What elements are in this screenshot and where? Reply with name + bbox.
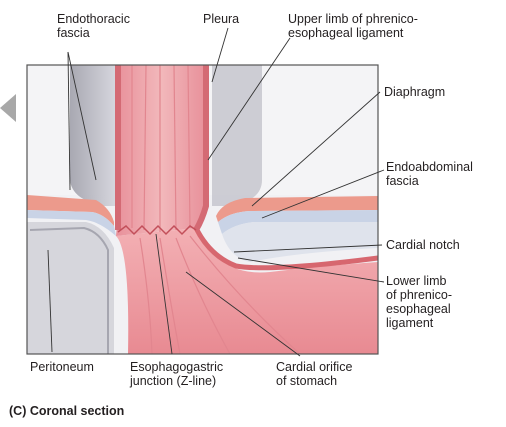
mucosal-folds	[131, 65, 301, 354]
esophagus-wall-right	[193, 65, 209, 232]
label-endothoracic-fascia: Endothoracic fascia	[57, 12, 130, 40]
figure-caption: (C) Coronal section	[9, 404, 124, 418]
label-upper-limb: Upper limb of phrenico- esophageal ligam…	[288, 12, 418, 40]
pointer-arrow-icon	[0, 94, 16, 122]
label-endoabdominal-fascia: Endoabdominal fascia	[386, 160, 473, 188]
label-lower-limb: Lower limb of phrenico- esophageal ligam…	[386, 274, 453, 330]
pleura-left	[70, 65, 118, 206]
z-line	[117, 224, 197, 236]
peritoneum-mass	[27, 222, 114, 354]
stomach-wall-upper	[193, 226, 378, 271]
cardial-notch-region	[222, 222, 378, 262]
label-pleura: Pleura	[203, 12, 240, 26]
pleura-right	[212, 65, 262, 206]
section-frame	[26, 64, 379, 355]
stomach	[116, 228, 378, 354]
leader-lines	[47, 27, 385, 357]
peritoneum-line	[29, 226, 109, 354]
label-diaphragm: Diaphragm	[384, 85, 446, 99]
label-esophagogastric-junction: Esophagogastric junction (Z-line)	[130, 360, 224, 388]
diaphragm-left	[27, 195, 114, 226]
fascia-left	[27, 210, 116, 236]
esophagus	[116, 65, 206, 236]
label-cardial-orifice: Cardial orifice of stomach	[276, 360, 353, 388]
label-cardial-notch: Cardial notch	[386, 238, 460, 252]
anatomy-illustration	[27, 65, 378, 354]
label-peritoneum: Peritoneum	[30, 360, 94, 374]
